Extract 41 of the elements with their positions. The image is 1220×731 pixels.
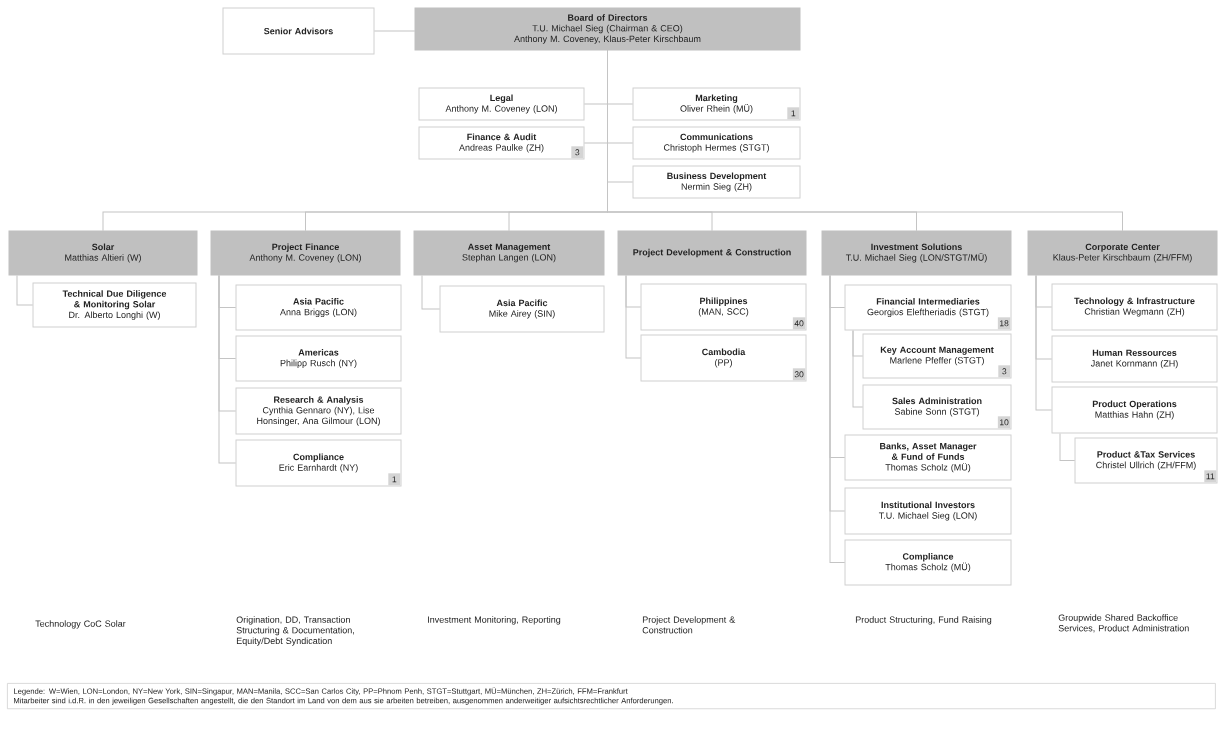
unit-box: Banks, Asset Manager & Fund of Funds Thomas Scholz (MÜ) — [844, 434, 1012, 481]
count-badge: 3 — [998, 365, 1011, 378]
unit-box: Human Ressources Janet Kornmann (ZH) — [1051, 335, 1218, 383]
unit-box: Institutional Investors T.U. Michael Sieg (LON) — [844, 487, 1012, 535]
count-badge: 1 — [388, 473, 401, 486]
function-note: Groupwide Shared Backoffice Services, Product Administration — [1058, 614, 1189, 633]
unit-box: Product Operations Matthias Hahn (ZH) — [1051, 386, 1218, 434]
connector-line — [218, 275, 237, 464]
function-note: Technology CoC Solar — [35, 620, 126, 629]
header-box: Investment Solutions T.U. Michael Sieg (LON/STGT/MÜ) — [821, 230, 1012, 276]
unit-box: Business Development Nermin Sieg (ZH) — [632, 165, 801, 199]
unit-box: Americas Philipp Rusch (NY) — [235, 335, 402, 382]
unit-box: Asia Pacific Mike Airey (SIN) — [439, 285, 605, 333]
function-note: Product Structuring, Fund Raising — [855, 616, 992, 625]
unit-box: Senior Advisors — [222, 7, 375, 55]
header-box: Board of Directors T.U. Michael Sieg (Chairman & CEO) Anthony M. Coveney, Klaus-Peter Kirschbaum — [414, 7, 801, 51]
unit-box: Technical Due Diligence & Monitoring Solar Dr. Alberto Longhi (W) — [32, 282, 197, 328]
function-note: Project Development & Construction — [642, 616, 736, 634]
unit-box: Communications Christoph Hermes (STGT) — [632, 126, 801, 160]
function-note: Origination, DD, Transaction Structuring & Documentation, Equity/Debt Syndication — [236, 616, 354, 646]
count-badge: 1 — [787, 107, 800, 120]
header-box: Project Finance Anthony M. Coveney (LON) — [210, 230, 401, 276]
unit-box: Technology & Infrastructure Christian Wegmann (ZH) — [1051, 283, 1218, 331]
unit-box: Asia Pacific Anna Briggs (LON) — [235, 284, 402, 331]
unit-box: Legal Anthony M. Coveney (LON) — [418, 87, 585, 121]
connector-line — [421, 275, 441, 310]
count-badge: 11 — [1204, 470, 1217, 483]
header-box: Corporate Center Klaus-Peter Kirschbaum (ZH/FFM) — [1027, 230, 1218, 276]
connector-line — [1035, 275, 1053, 411]
header-box: Asset Management Stephan Langen (LON) — [413, 230, 605, 276]
connector-line — [625, 275, 642, 359]
unit-box: Research & Analysis Cynthia Gennaro (NY), Lise Honsinger, Ana Gilmour (LON) — [235, 387, 402, 435]
count-badge: 3 — [571, 146, 584, 159]
header-box: Project Development & Construction — [617, 230, 807, 276]
connector-line — [1059, 433, 1076, 461]
function-note: Investment Monitoring, Reporting — [428, 616, 561, 625]
connector-line — [829, 275, 846, 563]
unit-box: Compliance Thomas Scholz (MÜ) — [844, 539, 1012, 586]
header-box: Solar Matthias Altieri (W) — [8, 230, 198, 276]
connector-line — [852, 330, 864, 408]
connector-line — [16, 275, 34, 306]
